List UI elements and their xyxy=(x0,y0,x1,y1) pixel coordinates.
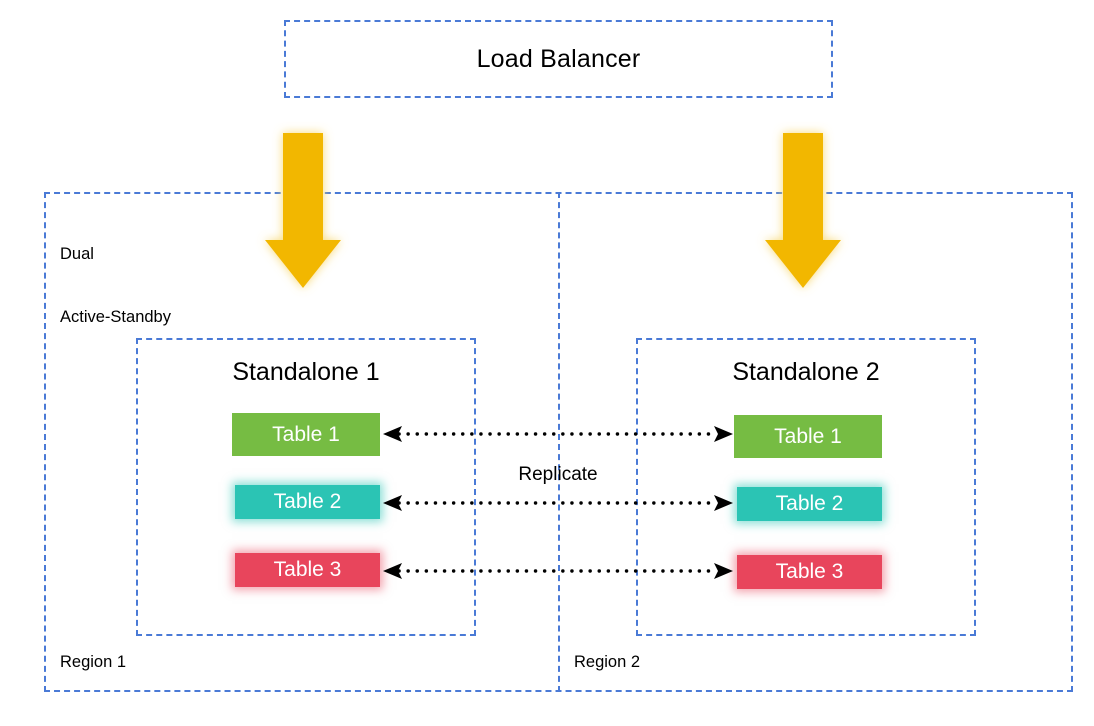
standalone-1-table-2[interactable]: Table 2 xyxy=(235,485,380,519)
standalone-1-table-1[interactable]: Table 1 xyxy=(232,413,380,456)
region-2-label: Region 2 xyxy=(574,653,641,671)
standalone-2-box[interactable]: Standalone 2 xyxy=(636,338,976,636)
region-divider xyxy=(558,192,560,692)
region-1-label: Region 1 xyxy=(60,653,127,671)
standalone-1-title: Standalone 1 xyxy=(232,358,380,386)
load-balancer-label: Load Balancer xyxy=(476,44,641,73)
standalone-2-table-3[interactable]: Table 3 xyxy=(737,555,882,589)
replicate-label: Replicate xyxy=(518,464,598,485)
dual-active-standby-label-line1: Dual xyxy=(60,245,94,263)
standalone-1-table-3[interactable]: Table 3 xyxy=(235,553,380,587)
standalone-2-title: Standalone 2 xyxy=(732,358,880,386)
load-balancer-box[interactable]: Load Balancer xyxy=(284,20,833,98)
standalone-2-table-1[interactable]: Table 1 xyxy=(734,415,882,458)
dual-active-standby-label-line2: Active-Standby xyxy=(60,308,171,326)
standalone-2-table-2[interactable]: Table 2 xyxy=(737,487,882,521)
standalone-1-box[interactable]: Standalone 1 xyxy=(136,338,476,636)
dual-active-standby-label: Dual Active-Standby xyxy=(60,202,171,370)
